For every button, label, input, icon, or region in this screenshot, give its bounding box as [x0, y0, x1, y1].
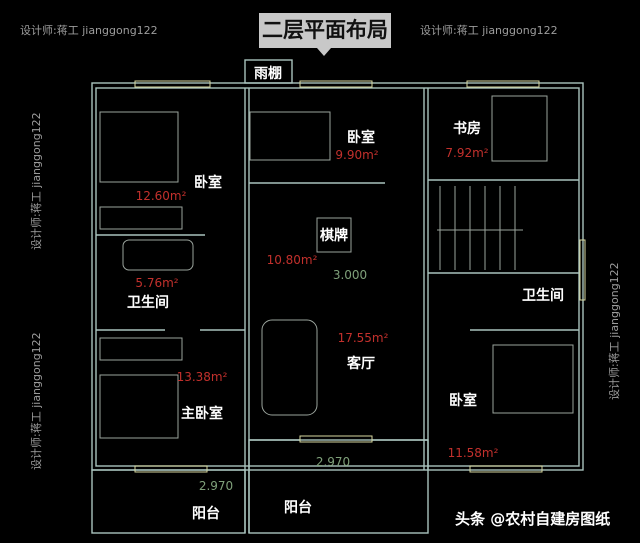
- label-canopy: 雨棚: [254, 65, 282, 82]
- label-chess-room: 棋牌: [320, 227, 348, 244]
- bathtub-icon: [122, 239, 194, 271]
- area-chess-room: 10.80m²: [267, 253, 318, 267]
- label-balcony-left: 阳台: [192, 505, 220, 522]
- elevation-balcony-center: 2.970: [316, 455, 350, 469]
- area-bath-left: 5.76m²: [135, 276, 178, 290]
- brand-watermark: 头条 @农村自建房图纸: [455, 510, 611, 528]
- label-bedroom-left: 卧室: [194, 174, 222, 191]
- label-bath-left: 卫生间: [127, 294, 169, 311]
- watermark-designer: 设计师:蒋工 jianggong122: [30, 332, 43, 470]
- canopy-outline: [244, 59, 293, 84]
- stairs-icon: [437, 186, 523, 270]
- sofa-icon: [261, 319, 318, 416]
- label-study: 书房: [453, 120, 481, 137]
- watermark-designer: 设计师:蒋工 jianggong122: [30, 112, 43, 250]
- elevation-balcony-left: 2.970: [199, 479, 233, 493]
- desk-icon: [491, 95, 548, 162]
- table-icon: [316, 217, 352, 253]
- area-master: 13.38m²: [177, 370, 228, 384]
- area-bedroom-top: 9.90m²: [335, 148, 378, 162]
- wardrobe-icon: [99, 206, 183, 230]
- area-bedroom-right: 11.58m²: [448, 446, 499, 460]
- watermark-designer: 设计师:蒋工 jianggong122: [608, 262, 621, 400]
- label-bedroom-top: 卧室: [347, 129, 375, 146]
- label-living: 客厅: [346, 355, 375, 372]
- area-living: 17.55m²: [338, 331, 389, 345]
- bed-icon: [99, 111, 179, 183]
- walls: [91, 59, 584, 534]
- bed-icon: [99, 374, 179, 439]
- wardrobe-icon: [99, 337, 183, 361]
- area-bedroom-left: 12.60m²: [136, 189, 187, 203]
- label-bedroom-right: 卧室: [449, 392, 477, 409]
- area-study: 7.92m²: [445, 146, 488, 160]
- plan-title: 二层平面布局: [259, 13, 391, 56]
- bed-icon: [492, 344, 574, 414]
- label-master: 主卧室: [181, 405, 223, 422]
- label-bath-right: 卫生间: [522, 287, 564, 304]
- watermark-designer: 设计师:蒋工 jianggong122: [420, 24, 558, 37]
- label-balcony-center: 阳台: [284, 499, 312, 516]
- hall-elevation: 3.000: [333, 268, 367, 282]
- furniture: [99, 95, 574, 439]
- watermark-designer: 设计师:蒋工 jianggong122: [20, 24, 158, 37]
- bed-icon: [249, 111, 331, 161]
- windows: [134, 80, 586, 473]
